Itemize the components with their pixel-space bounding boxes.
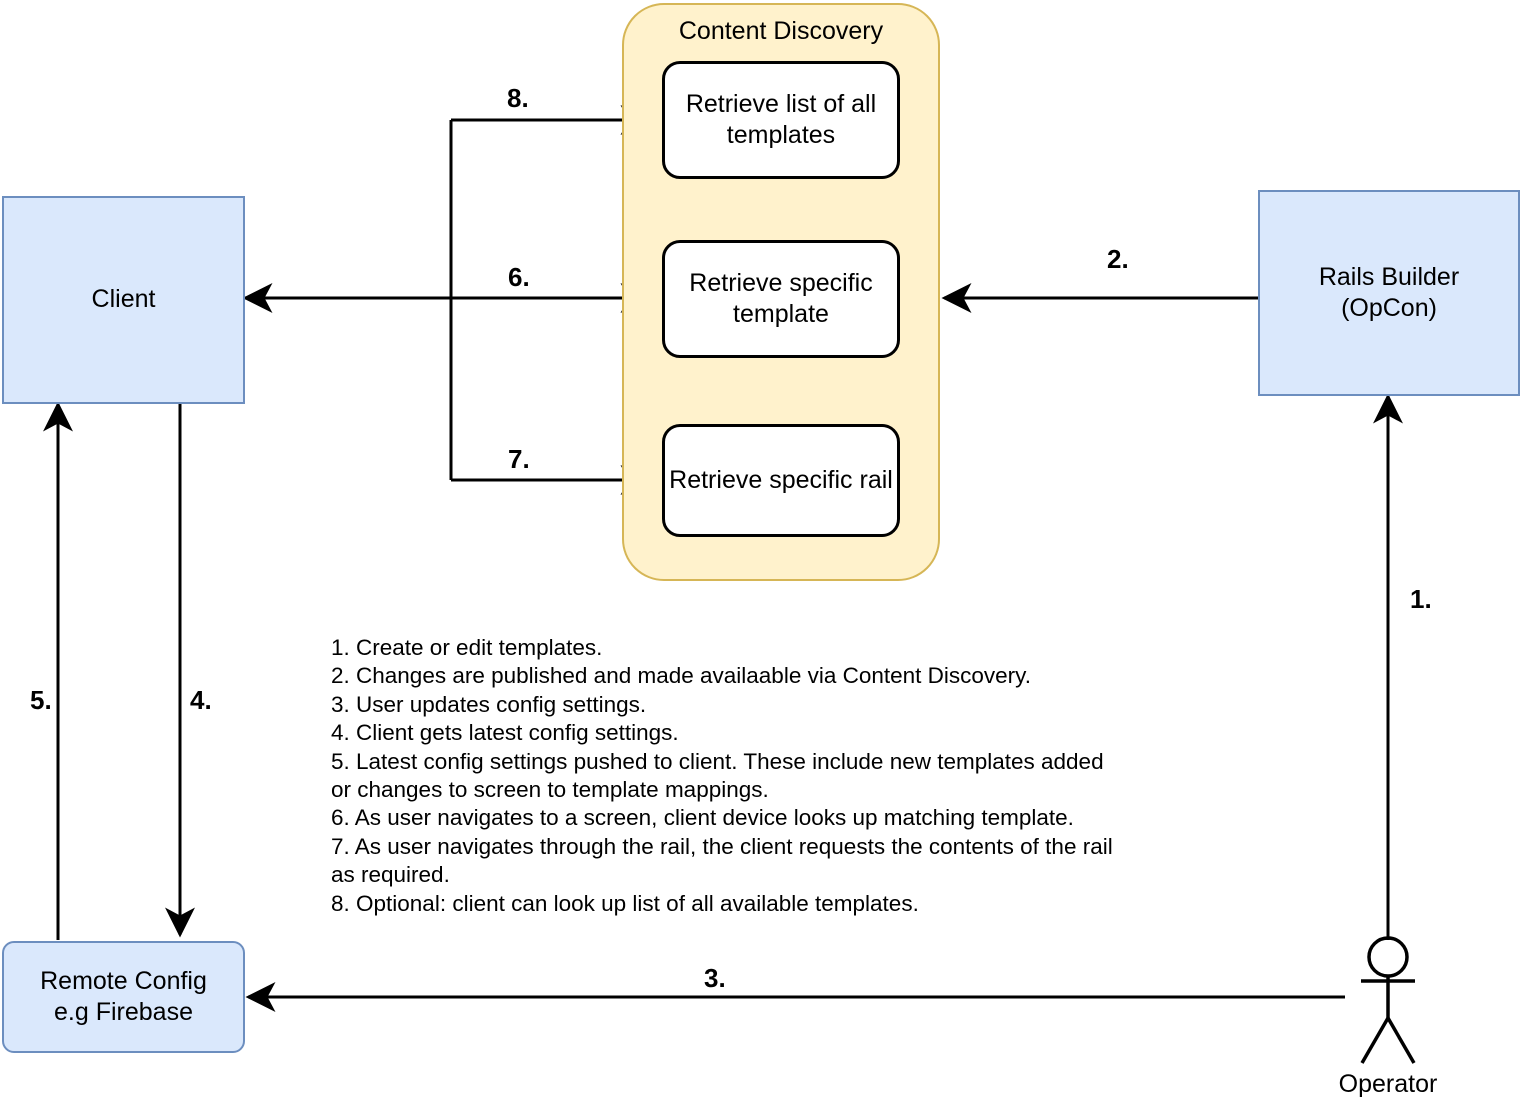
service-label: Retrieve specific template — [689, 268, 873, 328]
service-label: Retrieve specific rail — [669, 465, 893, 494]
edge-label-8: 8. — [507, 83, 529, 113]
edge-label-5: 5. — [30, 685, 52, 715]
service-label: Retrieve list of all templates — [685, 89, 877, 149]
node-label: Rails Builder (OpCon) — [1318, 262, 1460, 322]
legend-steps: 1. Create or edit templates. 2. Changes … — [331, 635, 1113, 916]
edge-label-1: 1. — [1410, 584, 1432, 614]
edge-label-6: 6. — [508, 262, 530, 292]
service-retrieve-all-templates[interactable]: Retrieve list of all templates — [662, 61, 900, 179]
node-client[interactable]: Client — [2, 196, 245, 404]
node-rails-builder[interactable]: Rails Builder (OpCon) — [1258, 190, 1520, 396]
operator-icon — [1360, 936, 1416, 1064]
edge-label-3: 3. — [704, 963, 726, 993]
node-remote-config[interactable]: Remote Config e.g Firebase — [2, 941, 245, 1053]
node-label: Client — [91, 285, 156, 314]
node-operator-label: Operator — [1338, 1070, 1438, 1098]
edge-label-2: 2. — [1107, 244, 1129, 274]
edge-label-7: 7. — [508, 444, 530, 474]
node-label: Remote Config e.g Firebase — [40, 966, 207, 1026]
service-retrieve-specific-template[interactable]: Retrieve specific template — [662, 240, 900, 358]
group-title: Content Discovery — [678, 17, 884, 45]
edge-label-4: 4. — [190, 685, 212, 715]
service-retrieve-specific-rail[interactable]: Retrieve specific rail — [662, 424, 900, 537]
